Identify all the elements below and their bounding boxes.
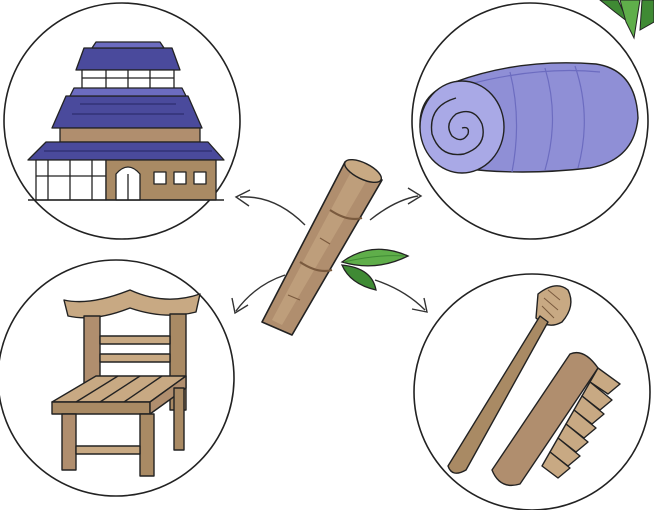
arrow-to-towel: [370, 188, 421, 220]
arrow-to-toothbrush-comb: [375, 280, 427, 312]
toothbrush-comb-circle: [414, 274, 650, 510]
bamboo-stalk-icon: [262, 155, 408, 335]
arrow-to-house: [236, 190, 305, 225]
